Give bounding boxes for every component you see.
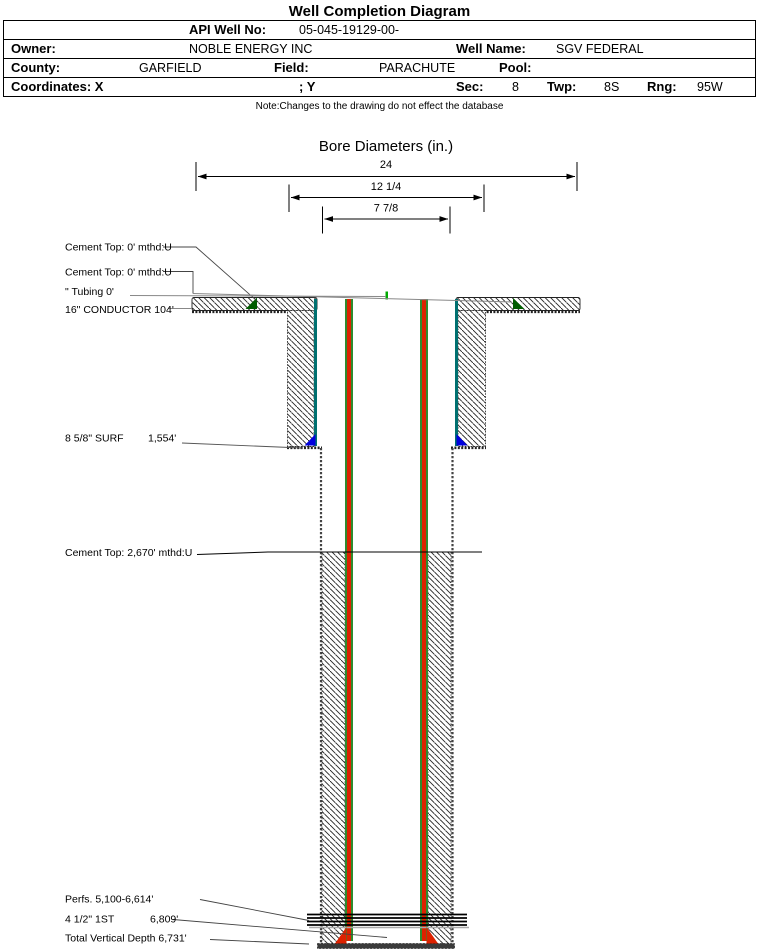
surface-shoe-right bbox=[456, 434, 468, 446]
dimension-24: 24 bbox=[195, 159, 578, 191]
pool-label: Pool: bbox=[499, 60, 532, 75]
county-label: County: bbox=[11, 60, 61, 75]
leader-cement-top-2 bbox=[163, 271, 194, 294]
production-cement-right bbox=[427, 551, 452, 945]
sec-label: Sec: bbox=[456, 79, 484, 94]
tubing-wall-right-outer bbox=[426, 299, 428, 941]
leader-tvd bbox=[209, 939, 310, 945]
pipe-shoe-left bbox=[335, 927, 347, 944]
annotation-labels: Cement Top: 0' mthd:U Cement Top: 0' mth… bbox=[65, 242, 192, 945]
header-row-coordinates: Coordinates: X ; Y Sec: 8 Twp: 8S Rng: 9… bbox=[3, 77, 756, 97]
leader-cement-top-1 bbox=[163, 246, 257, 301]
dimension-24-label: 24 bbox=[380, 159, 392, 171]
bore-diameters-title: Bore Diameters (in.) bbox=[319, 138, 453, 155]
well-name-label: Well Name: bbox=[456, 41, 526, 56]
coordinates-label: Coordinates: X bbox=[11, 79, 104, 94]
rng-value: 95W bbox=[697, 80, 723, 94]
tubing-wall-left-inner bbox=[351, 299, 353, 941]
surface-cement-right bbox=[457, 310, 486, 447]
owner-label: Owner: bbox=[11, 41, 56, 56]
page-title: Well Completion Diagram bbox=[288, 3, 471, 20]
dimension-12-1-4-label: 12 1/4 bbox=[371, 181, 402, 193]
label-cement-top-1: Cement Top: 0' mthd:U bbox=[65, 242, 172, 254]
coordinates-y-label: ; Y bbox=[299, 79, 316, 94]
dimension-12-1-4: 12 1/4 bbox=[288, 181, 485, 212]
label-cement-top-3: Cement Top: 2,670' mthd:U bbox=[65, 547, 192, 559]
tubing-wall-left-outer bbox=[345, 299, 347, 941]
header-row-api: API Well No: 05-045-19129-00- bbox=[3, 20, 756, 40]
owner-value: NOBLE ENERGY INC bbox=[189, 42, 313, 56]
tubing-top-tick bbox=[385, 291, 388, 300]
pipe-shoe-right bbox=[426, 927, 438, 944]
total-depth-bottom bbox=[317, 943, 455, 949]
label-tubing: " Tubing 0' bbox=[65, 286, 114, 298]
leader-surface-casing bbox=[181, 442, 303, 449]
surface-cement-columns bbox=[287, 310, 486, 450]
leader-tubing bbox=[129, 295, 387, 297]
header-row-county: County: GARFIELD Field: PARACHUTE Pool: bbox=[3, 58, 756, 78]
dimension-7-7-8: 7 7/8 bbox=[322, 203, 451, 234]
rng-label: Rng: bbox=[647, 79, 677, 94]
label-surface-depth: 1,554' bbox=[148, 433, 176, 445]
label-conductor: 16" CONDUCTOR 104' bbox=[65, 304, 174, 316]
header-table: API Well No: 05-045-19129-00- Owner: NOB… bbox=[3, 20, 756, 97]
cement-top-marker-right bbox=[513, 298, 525, 309]
twp-value: 8S bbox=[604, 80, 620, 94]
perforation-lines bbox=[307, 913, 469, 929]
api-well-no-label: API Well No: bbox=[189, 22, 267, 37]
header: Well Completion Diagram API Well No: 05-… bbox=[0, 0, 759, 112]
database-note: Note:Changes to the drawing do not effec… bbox=[255, 101, 504, 112]
surface-shoe-left bbox=[304, 434, 316, 446]
twp-label: Twp: bbox=[547, 79, 577, 94]
leader-first-string bbox=[172, 919, 388, 938]
well-name-value: SGV FEDERAL bbox=[556, 42, 644, 56]
county-value: GARFIELD bbox=[139, 61, 202, 75]
cement-top-marker-left bbox=[245, 297, 257, 309]
bore-diameters-block: Bore Diameters (in.) 24 12 1/4 7 7/8 bbox=[195, 138, 578, 234]
production-pipe-left bbox=[345, 299, 353, 941]
surface-cement-left bbox=[287, 310, 315, 447]
field-label: Field: bbox=[274, 60, 309, 75]
header-row-owner: Owner: NOBLE ENERGY INC Well Name: SGV F… bbox=[3, 39, 756, 59]
label-first-string: 4 1/2" 1ST bbox=[65, 914, 115, 926]
api-well-no-value: 05-045-19129-00- bbox=[299, 23, 400, 37]
leader-lines bbox=[129, 246, 513, 945]
leader-cement-top-2-extension bbox=[192, 293, 513, 303]
production-cement-left bbox=[321, 551, 346, 945]
label-tvd: Total Vertical Depth 6,731' bbox=[65, 933, 187, 945]
label-surface-casing: 8 5/8" SURF bbox=[65, 433, 124, 445]
dimension-7-7-8-label: 7 7/8 bbox=[374, 203, 398, 215]
sec-value: 8 bbox=[512, 80, 519, 94]
field-value: PARACHUTE bbox=[379, 61, 456, 75]
label-perfs: Perfs. 5,100-6,614' bbox=[65, 894, 153, 906]
casing-wall-left bbox=[347, 299, 351, 941]
leader-perfs bbox=[199, 899, 310, 921]
tubing-wall-right-inner bbox=[420, 299, 422, 941]
casing-wall-right bbox=[422, 299, 426, 941]
production-pipe-right bbox=[420, 299, 428, 941]
label-first-string-depth: 6,809' bbox=[150, 914, 178, 926]
label-cement-top-2: Cement Top: 0' mthd:U bbox=[65, 267, 172, 279]
leader-cement-top-3 bbox=[196, 551, 482, 555]
